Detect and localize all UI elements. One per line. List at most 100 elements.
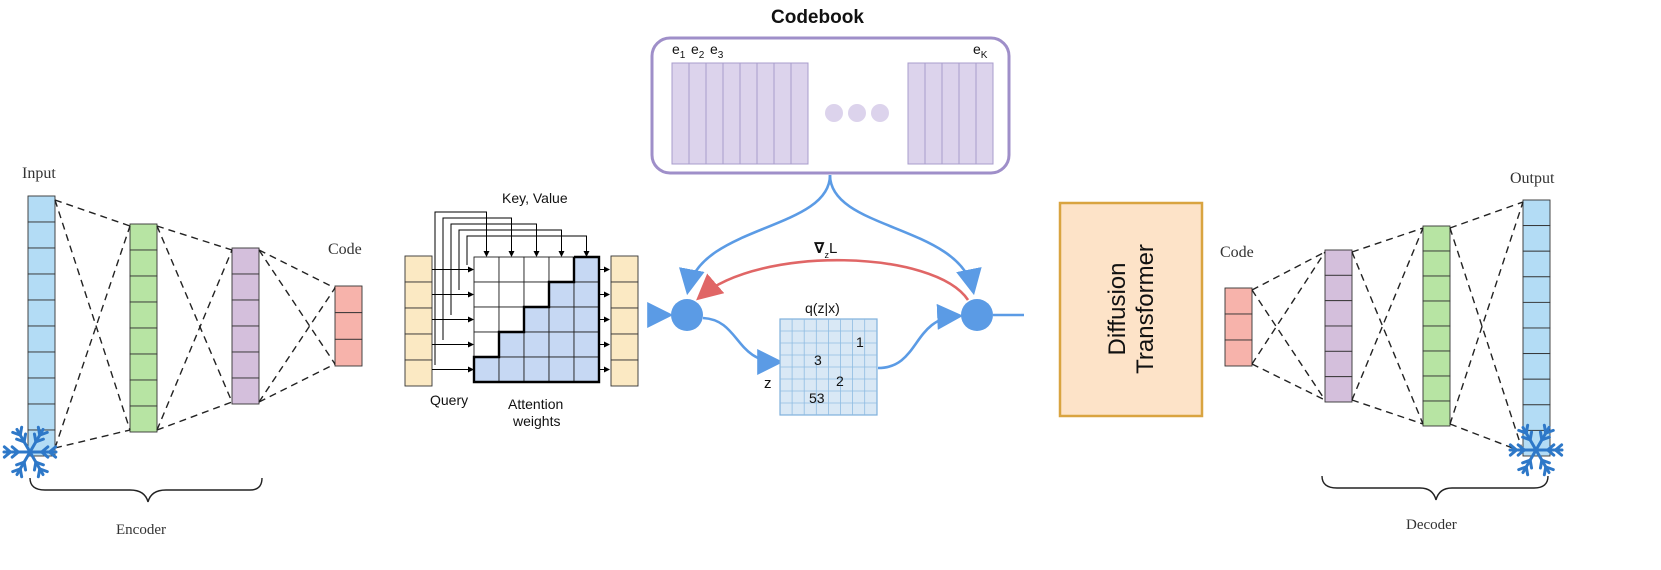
output-cell-column-cell: [610, 333, 639, 361]
decoder-hidden-layer-2-cell: [1422, 375, 1451, 402]
attention-block: Key, Value Query Attention weights: [404, 190, 639, 429]
encoder-hidden-layer-1-cell: [129, 327, 158, 355]
codebook-to-left-node-arrow: [679, 174, 832, 296]
grid-value-2: 2: [836, 373, 844, 389]
attention-cell: [573, 281, 600, 308]
output-cell-column-cell: [610, 281, 639, 309]
encoder: Input Code Encoder: [2, 165, 363, 538]
codebook-entry-e2: e2: [691, 41, 705, 61]
attention-cell: [498, 356, 525, 383]
snowflake-branch: [1540, 458, 1551, 465]
query-cell-column-cell: [404, 359, 433, 387]
decoder-output-layer-cell: [1522, 378, 1551, 406]
decoder-hidden-layer-2-cell: [1422, 350, 1451, 377]
attention-cell: [573, 306, 600, 333]
attention-cell: [548, 256, 575, 283]
decoder-hidden-layer-2-cell: [1422, 225, 1451, 252]
snowflake-branch: [36, 425, 42, 437]
codebook-entry: [907, 62, 926, 165]
codebook-entry: [688, 62, 707, 165]
encoder-input-layer: [27, 195, 56, 457]
snowflake-branch: [38, 467, 49, 474]
posterior-grid: [779, 318, 878, 416]
gradient-arrow: [696, 258, 970, 301]
decoder-code-layer-cell: [1224, 339, 1253, 367]
decoder-code-label: Code: [1220, 244, 1254, 261]
snowflake-branch: [1554, 443, 1564, 452]
decoder-hidden-layer-2: [1422, 225, 1451, 427]
query-cell-column-cell: [404, 333, 433, 361]
decoder-hidden-layer-1-cell: [1324, 350, 1353, 378]
attention-cell: [548, 281, 575, 308]
encoder-input-layer-cell: [27, 221, 56, 249]
encoder-input-layer-cell: [27, 195, 56, 223]
decoder-output-layer-cell: [1522, 199, 1551, 227]
codebook-entry: [975, 62, 994, 165]
decoder-code-layer-cell: [1224, 313, 1253, 341]
snowflake-branch: [1538, 430, 1544, 442]
snowflake-branch: [1528, 458, 1534, 470]
encoder-input-layer-cell: [27, 403, 56, 431]
snowflake-branch: [2, 450, 12, 459]
attention-cell: [548, 356, 575, 383]
diffusion-label-line1: Diffusion: [1104, 263, 1131, 356]
decoder-connections: [1251, 201, 1524, 453]
z-label: z: [764, 375, 772, 392]
decoder-output-layer-cell: [1522, 327, 1551, 355]
attention-cell: [498, 331, 525, 358]
diffusion-transformer-box: [1058, 201, 1204, 418]
decoder-hidden-layer-1-cell: [1324, 376, 1353, 403]
attention-cell: [498, 281, 525, 308]
encoder-input-layer-cell: [27, 377, 56, 405]
encoder-hidden-layer-1-cell: [129, 301, 158, 329]
codebook-entries-left: [671, 62, 809, 165]
decoder-hidden-layer-2-cell: [1422, 325, 1451, 352]
snowflake-branch: [40, 445, 50, 454]
attention-cell: [548, 331, 575, 358]
decoder-hidden-layer-2-cell: [1422, 275, 1451, 302]
decoder-output-label: Output: [1510, 170, 1555, 187]
encoder-input-layer-cell: [27, 247, 56, 275]
query-cell-column-cell: [404, 307, 433, 335]
encoder-code-layer-cell: [334, 312, 363, 340]
encoder-hidden-layer-1-cell: [129, 353, 158, 381]
query-cell-column-cell: [404, 281, 433, 309]
encoder-hidden-layer-1-cell: [129, 275, 158, 303]
snowflake-branch: [1546, 443, 1556, 452]
decoder-output-layer-cell: [1522, 353, 1551, 380]
output-cell-column-cell: [610, 307, 639, 335]
codebook-entry-e3: e3: [710, 41, 724, 61]
snowflake-branch: [1542, 423, 1548, 435]
query-cell-column: [404, 255, 433, 387]
snowflake-icon: [1508, 423, 1564, 477]
query-cell-column-cell: [404, 255, 433, 283]
output-column: [610, 255, 639, 387]
encoder-code-layer-cell: [334, 285, 363, 314]
codebook-entries-right: [907, 62, 994, 165]
decoder: Code Output Decoder: [1220, 170, 1564, 533]
encoder-brace: [29, 477, 263, 503]
snowflake-branch: [1544, 465, 1555, 472]
codebook-entry: [773, 62, 792, 165]
snowflake-branch: [34, 460, 45, 467]
codebook-entry: [790, 62, 809, 165]
codebook-entry: [739, 62, 758, 165]
snowflake-branch: [48, 445, 58, 454]
key-value-arrow: [434, 211, 490, 365]
encoder-label: Encoder: [116, 522, 166, 538]
output-cell-column-cell: [610, 255, 639, 283]
query-label: Query: [430, 392, 468, 408]
key-value-arrow: [458, 229, 565, 290]
attention-cell: [523, 281, 550, 308]
grid-value-1: 1: [856, 334, 864, 350]
gradient-label: ∇zL: [814, 240, 837, 260]
attention-cell: [523, 331, 550, 358]
encoder-code-layer: [334, 285, 363, 367]
decoder-brace: [1321, 475, 1549, 501]
key-value-arrow: [442, 217, 515, 340]
attention-cell: [473, 356, 500, 383]
encoder-hidden-layer-2-cell: [231, 299, 260, 327]
grid-to-right-node-arrow: [877, 303, 964, 370]
snowflake-branch: [1524, 465, 1530, 477]
